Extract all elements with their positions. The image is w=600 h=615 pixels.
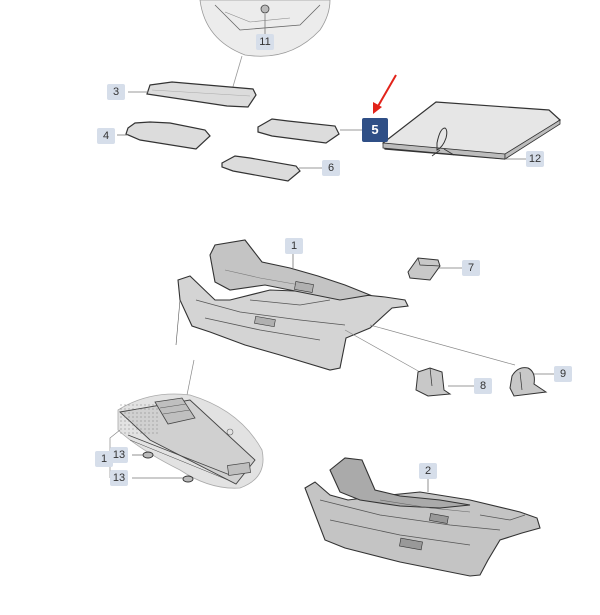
clip-11-part bbox=[260, 4, 270, 14]
clip-13-upper bbox=[142, 451, 154, 459]
floor-carpet-2 bbox=[304, 457, 541, 577]
pointer-arrow bbox=[373, 74, 397, 114]
mat-6 bbox=[221, 155, 301, 182]
part-7 bbox=[407, 257, 441, 281]
floor-carpet-1 bbox=[175, 239, 409, 371]
clip-13-lower bbox=[182, 475, 194, 483]
callout-8[interactable]: 8 bbox=[474, 378, 492, 394]
part-8 bbox=[415, 367, 452, 397]
part-9 bbox=[509, 367, 548, 397]
mat-4 bbox=[125, 121, 211, 150]
callout-9[interactable]: 9 bbox=[554, 366, 572, 382]
callout-5-selected[interactable]: 5 bbox=[362, 118, 388, 142]
callout-12[interactable]: 12 bbox=[526, 151, 544, 167]
leader-lines bbox=[117, 14, 554, 492]
callout-7[interactable]: 7 bbox=[462, 260, 480, 276]
callout-11[interactable]: 11 bbox=[256, 34, 274, 50]
callout-1-upper[interactable]: 1 bbox=[285, 238, 303, 254]
callout-1-lower[interactable]: 1 bbox=[95, 451, 113, 467]
callout-2[interactable]: 2 bbox=[419, 463, 437, 479]
callout-13-lower[interactable]: 13 bbox=[110, 470, 128, 486]
callout-6[interactable]: 6 bbox=[322, 160, 340, 176]
callout-3[interactable]: 3 bbox=[107, 84, 125, 100]
detail-oval-bottom bbox=[117, 393, 264, 489]
callout-13-upper[interactable]: 13 bbox=[110, 447, 128, 463]
mat-3 bbox=[146, 81, 257, 108]
callout-4[interactable]: 4 bbox=[97, 128, 115, 144]
mat-5 bbox=[257, 118, 340, 144]
